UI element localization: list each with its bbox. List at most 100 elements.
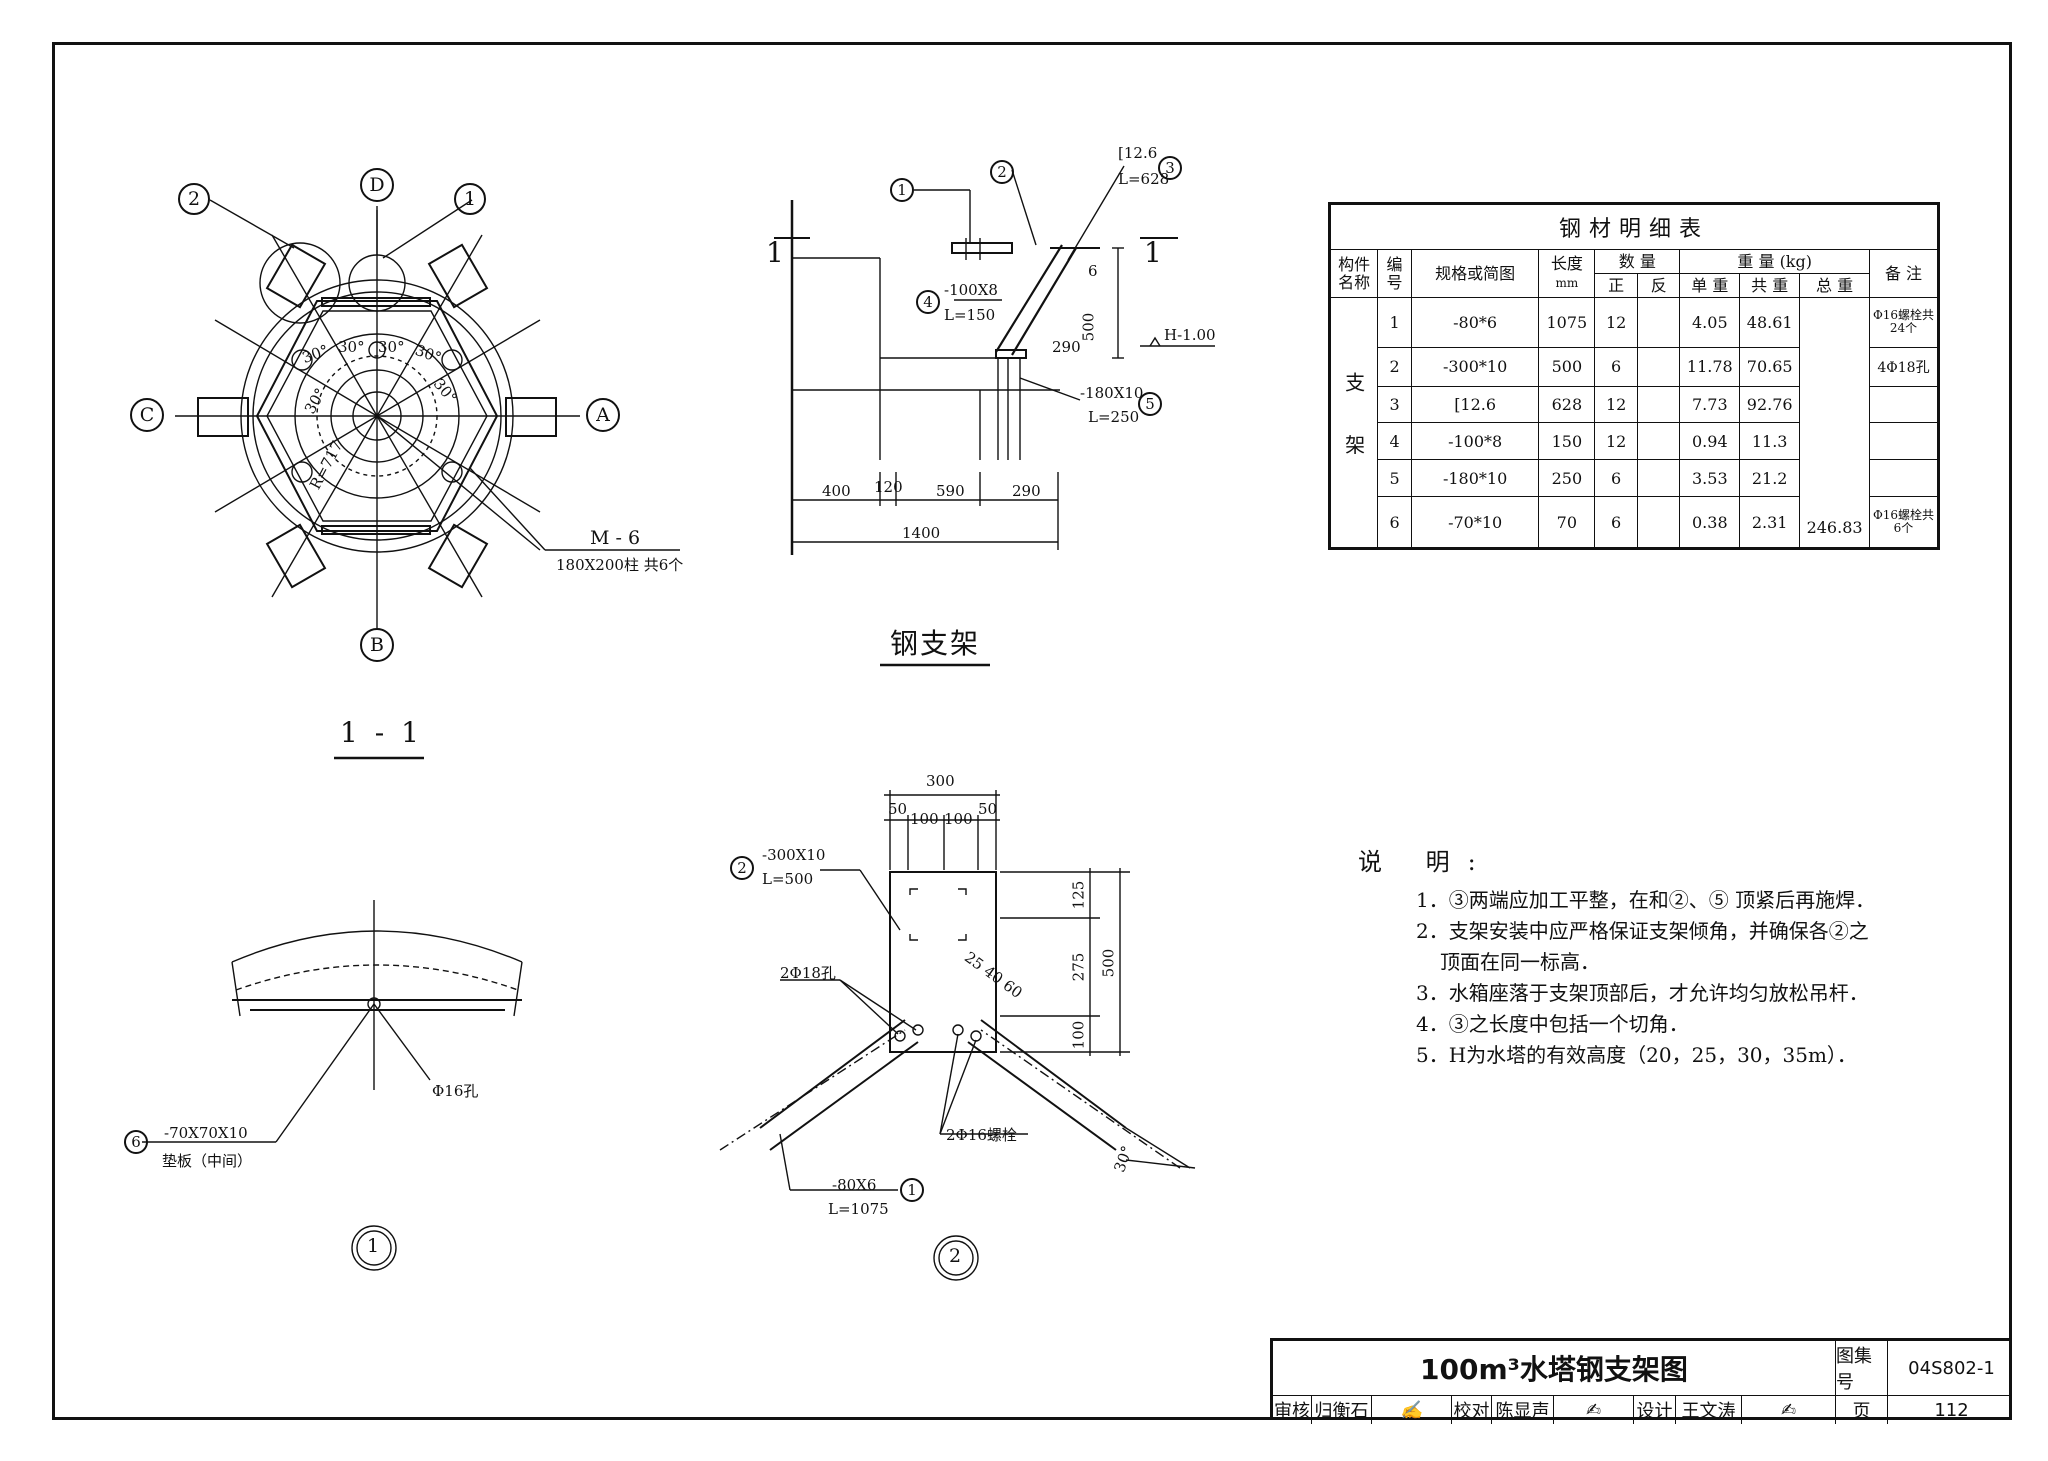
header-weight: 重 量 (kg) bbox=[1679, 249, 1870, 274]
detail2-part2-marker: 2 bbox=[730, 856, 754, 880]
column-note-2: 180X200柱 共6个 bbox=[556, 556, 684, 574]
table-row: 4 -100*8 150 12 0.94 11.3 bbox=[1330, 422, 1939, 461]
cell-sum-weight: 70.65 bbox=[1739, 346, 1801, 387]
cell-length: 250 bbox=[1538, 459, 1596, 498]
notes-block: 说 明: 1．③两端应加工平整，在和②、⑤ 顶紧后再施焊． 2．支架安装中应严格… bbox=[1358, 842, 1875, 1071]
detail2-dim-100: 100 bbox=[1069, 1020, 1088, 1050]
part-1-marker: 1 bbox=[890, 178, 914, 202]
note-item: 2．支架安装中应严格保证支架倾角，并确保各②之 bbox=[1416, 919, 1869, 943]
cell-no: 2 bbox=[1377, 346, 1412, 387]
cell-qty-neg bbox=[1637, 496, 1681, 549]
table-row: 支 架 1 -80*6 1075 12 4.05 48.61 246.83 Φ1… bbox=[1328, 297, 1939, 549]
axis-a-marker: A bbox=[586, 398, 620, 432]
cell-sum-weight: 48.61 bbox=[1739, 297, 1801, 348]
header-sum-weight: 共 重 bbox=[1739, 273, 1801, 298]
detail2-part2-spec: -300X10 bbox=[762, 846, 826, 864]
table-row: 5 -180*10 250 6 3.53 21.2 bbox=[1330, 459, 1939, 498]
header-qty-pos: 正 bbox=[1594, 273, 1639, 298]
designer-name: 王文涛 bbox=[1675, 1396, 1741, 1424]
detail2-dim-50: 50 bbox=[888, 800, 908, 818]
note-item: 1．③两端应加工平整，在和②、⑤ 顶紧后再施焊． bbox=[1416, 888, 1876, 912]
plan-view-lines bbox=[175, 199, 680, 760]
cell-spec: -100*8 bbox=[1410, 422, 1540, 461]
detail2-dim-100b: 100 bbox=[944, 810, 973, 828]
detail1-spec: -70X70X10 bbox=[164, 1124, 248, 1142]
header-no: 编号 bbox=[1377, 249, 1412, 298]
detail2-holes: 2Φ18孔 bbox=[780, 964, 836, 982]
callout-1-marker: 1 bbox=[454, 183, 486, 215]
part-5-marker: 5 bbox=[1138, 392, 1162, 416]
cell-remark: 4Φ18孔 bbox=[1869, 346, 1939, 387]
table-title: 钢材明细表 bbox=[1329, 203, 1939, 250]
part-4-marker: 4 bbox=[916, 290, 940, 314]
section-mark-right: 1 bbox=[1144, 236, 1162, 269]
cell-qty-neg bbox=[1637, 459, 1681, 498]
page-number: 112 bbox=[1887, 1396, 2015, 1424]
cell-remark: Φ16螺栓共6个 bbox=[1869, 496, 1939, 549]
header-qty: 数 量 bbox=[1594, 249, 1681, 274]
part-5-spec: -180X10 bbox=[1080, 384, 1144, 402]
reviewer-name: 归衡石 bbox=[1311, 1396, 1371, 1424]
header-qty-neg: 反 bbox=[1637, 273, 1681, 298]
cell-remark bbox=[1869, 459, 1939, 498]
axis-d-marker: D bbox=[360, 168, 394, 202]
bracket-elevation-lines bbox=[774, 165, 1215, 667]
cell-length: 1075 bbox=[1538, 297, 1596, 348]
cell-qty-pos: 12 bbox=[1594, 422, 1639, 461]
header-remark: 备 注 bbox=[1869, 249, 1939, 298]
part-3-length: L=628 bbox=[1118, 170, 1170, 188]
group-label: 支 架 bbox=[1328, 297, 1379, 549]
section-mark-left: 1 bbox=[766, 236, 784, 269]
part-5-length: L=250 bbox=[1088, 408, 1140, 426]
dim-590: 590 bbox=[936, 482, 965, 500]
cell-qty-pos: 12 bbox=[1594, 297, 1639, 348]
cell-no: 3 bbox=[1377, 385, 1412, 424]
detail2-part1-spec: -80X6 bbox=[832, 1176, 877, 1194]
dim-400: 400 bbox=[822, 482, 851, 500]
detail2-dim-50b: 50 bbox=[978, 800, 998, 818]
dim-120: 120 bbox=[874, 478, 903, 496]
note-item: 5．H为水塔的有效高度（20，25，30，35m）． bbox=[1416, 1043, 1857, 1067]
column-note-1: M - 6 bbox=[590, 527, 641, 549]
detail2-lines bbox=[719, 790, 1196, 1281]
cell-length: 628 bbox=[1538, 385, 1596, 424]
detail2-dim-125: 125 bbox=[1069, 880, 1088, 910]
page-label: 页 bbox=[1835, 1396, 1887, 1424]
cell-sum-weight: 92.76 bbox=[1739, 385, 1801, 424]
part-3-marker: 3 bbox=[1158, 156, 1182, 180]
cell-qty-pos: 6 bbox=[1594, 459, 1639, 498]
callout-2-marker: 2 bbox=[178, 183, 210, 215]
cell-remark: Φ16螺栓共24个 bbox=[1869, 297, 1939, 348]
cell-remark bbox=[1869, 385, 1939, 424]
cell-sum-weight: 21.2 bbox=[1739, 459, 1801, 498]
cell-length: 500 bbox=[1538, 346, 1596, 387]
cell-spec: -300*10 bbox=[1410, 346, 1540, 387]
detail2-dim-100: 100 bbox=[910, 810, 939, 828]
detail1-part-marker: 6 bbox=[124, 1130, 148, 1154]
detail2-marker: 2 bbox=[949, 1245, 962, 1267]
header-total-weight: 总 重 bbox=[1799, 273, 1870, 298]
checker-signature: ✍ bbox=[1553, 1396, 1633, 1424]
cell-remark bbox=[1869, 422, 1939, 461]
cell-qty-pos: 6 bbox=[1594, 496, 1639, 549]
title-block: 100m³水塔钢支架图 图集号 04S802-1 审核 归衡石 ✍ 校对 陈显声… bbox=[1270, 1338, 2012, 1424]
cell-qty-neg bbox=[1637, 422, 1681, 461]
weld-size: 6 bbox=[1088, 262, 1098, 280]
cell-spec: -70*10 bbox=[1410, 496, 1540, 549]
cell-spec: -80*6 bbox=[1410, 297, 1540, 348]
detail2-part1-marker: 1 bbox=[900, 1178, 924, 1202]
part-3-spec: [12.6 bbox=[1118, 144, 1158, 162]
cell-sum-weight: 11.3 bbox=[1739, 422, 1801, 461]
review-label: 审核 bbox=[1274, 1401, 1310, 1422]
detail1-desc: 垫板（中间） bbox=[162, 1152, 253, 1170]
cell-qty-neg bbox=[1637, 297, 1681, 348]
cell-no: 6 bbox=[1377, 496, 1412, 549]
cell-no: 4 bbox=[1377, 422, 1412, 461]
angle-label: 30° bbox=[338, 338, 365, 356]
detail1-lines bbox=[142, 900, 523, 1271]
drawing-title: 100m³水塔钢支架图 bbox=[1420, 1353, 1688, 1386]
table-row: 6 -70*10 70 6 0.38 2.31 Φ16螺栓共6个 bbox=[1330, 496, 1939, 549]
part-4-spec: -100X8 bbox=[944, 281, 998, 299]
